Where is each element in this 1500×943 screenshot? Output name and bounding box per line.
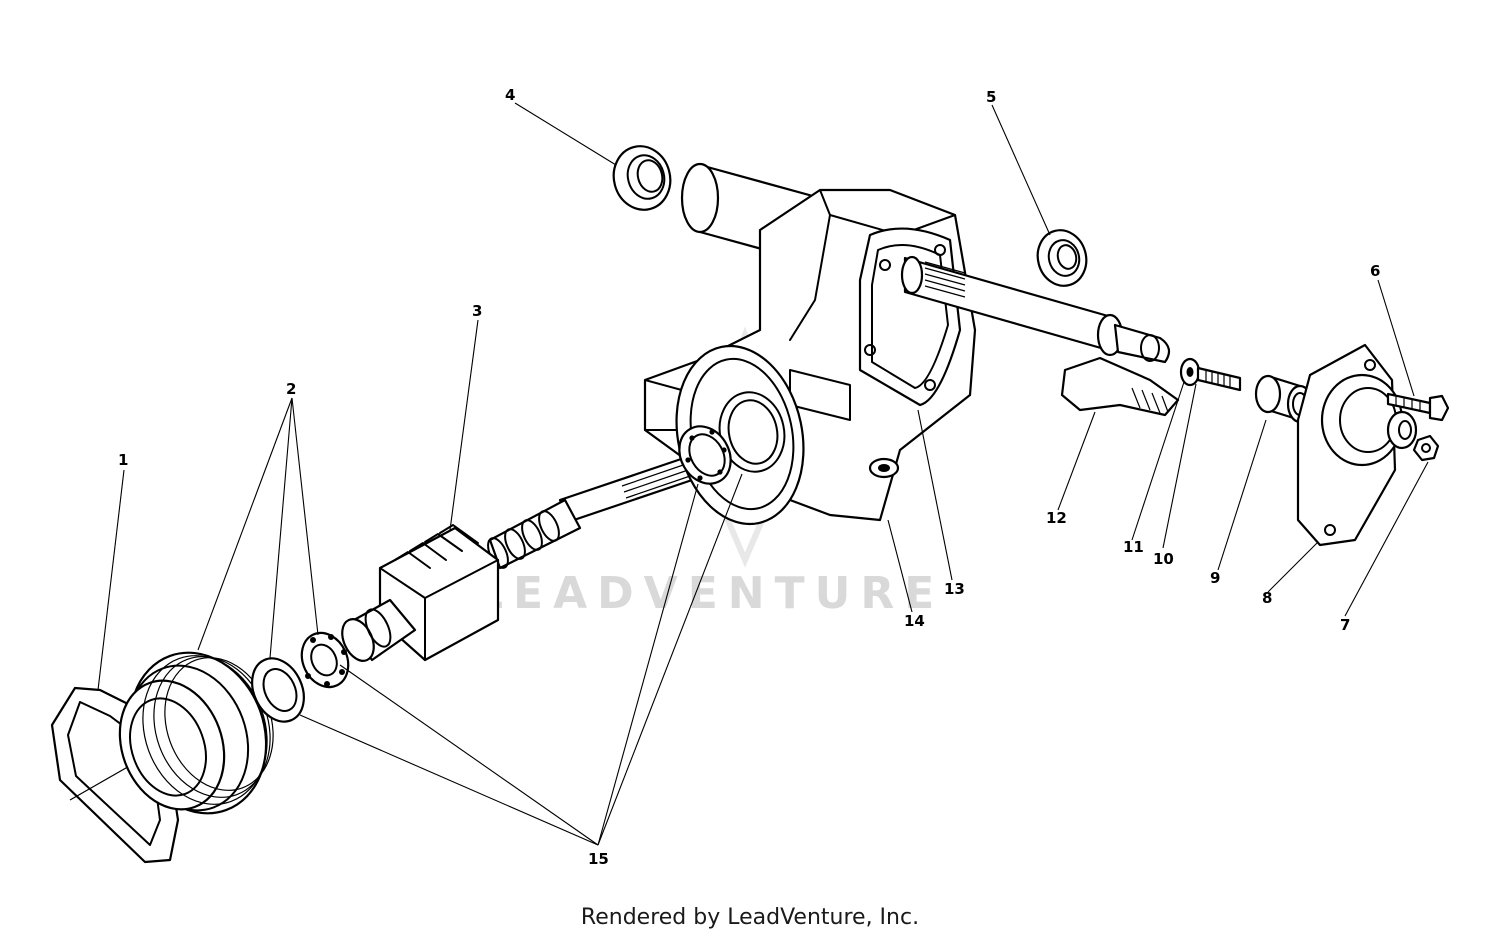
callout-labels: 1 2 3 4 5 6 7 8 9 10 11 12 13 14 15 (118, 86, 1380, 868)
callout-11: 11 (1123, 538, 1144, 556)
part-2-washer[interactable] (242, 650, 313, 730)
part-13-axle-shaft[interactable] (900, 255, 1171, 364)
part-2-bearing[interactable] (293, 625, 357, 694)
render-credit: Rendered by LeadVenture, Inc. (580, 905, 920, 930)
part-4-bearing[interactable] (607, 140, 678, 216)
callout-8: 8 (1262, 589, 1272, 607)
part-5-bearing[interactable] (1032, 225, 1093, 292)
callout-9: 9 (1210, 569, 1220, 587)
callout-5: 5 (986, 88, 996, 106)
part-7-hex-nut[interactable] (1412, 434, 1440, 462)
callout-1: 1 (118, 451, 128, 469)
callout-15: 15 (588, 850, 609, 868)
watermark-text: LEADVENTURE (475, 568, 944, 619)
callout-7: 7 (1340, 616, 1350, 634)
part-10-11-collar-bolt[interactable] (1179, 357, 1242, 392)
callout-13: 13 (944, 580, 965, 598)
leader-lines (97, 102, 1429, 846)
callout-2: 2 (286, 380, 296, 398)
part-15-bearing[interactable] (669, 417, 741, 493)
callout-10: 10 (1153, 550, 1174, 568)
callout-4: 4 (505, 86, 515, 104)
part-6-hex-bolt[interactable] (1386, 392, 1450, 422)
callout-6: 6 (1370, 262, 1380, 280)
part-12-shift-fork[interactable] (1060, 356, 1180, 417)
part-2-pulley[interactable] (102, 633, 291, 832)
callout-14: 14 (904, 612, 925, 630)
callout-12: 12 (1046, 509, 1067, 527)
callout-3: 3 (472, 302, 482, 320)
part-8-bearing-plate[interactable] (1296, 343, 1418, 547)
part-3-worm-shaft[interactable] (336, 454, 700, 666)
part-9-spacer[interactable] (1254, 374, 1314, 424)
part-14-gear-housing[interactable] (643, 162, 977, 536)
